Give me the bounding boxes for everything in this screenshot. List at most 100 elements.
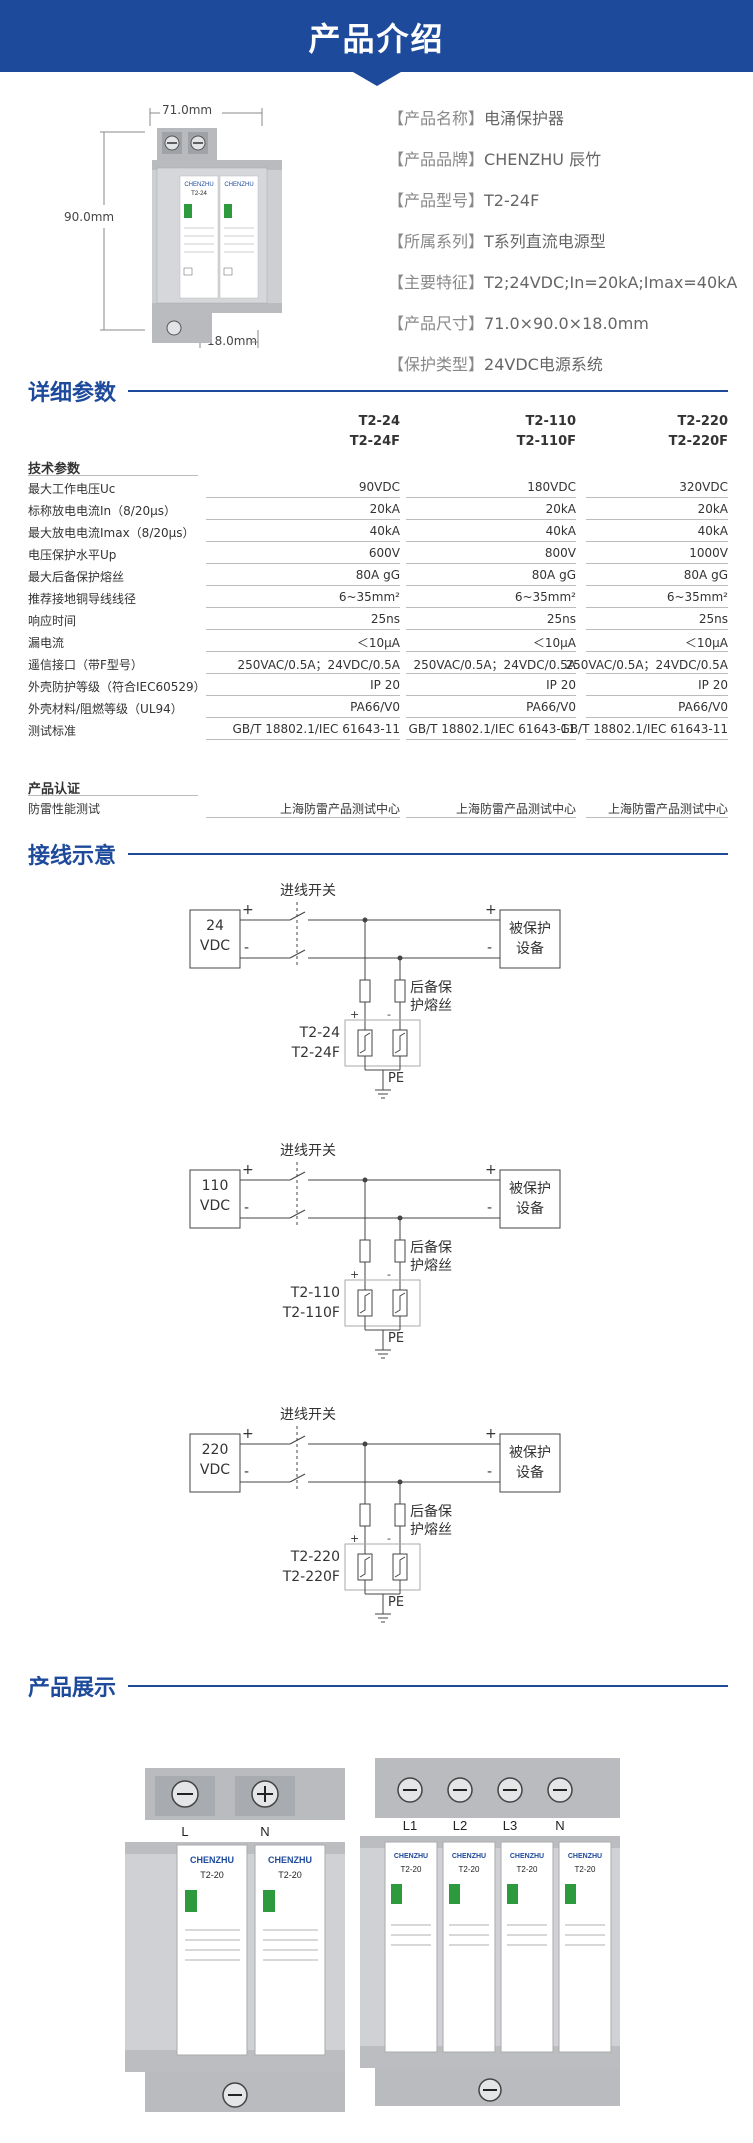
info-row-series: 【所属系列】T系列直流电源型 bbox=[388, 232, 606, 251]
param-value-col-1: 40kA bbox=[369, 524, 400, 538]
spd-minus: - bbox=[387, 1532, 391, 1545]
product-image: CHENZHU CHENZHU T2-24 bbox=[152, 128, 282, 343]
model-4p-2: T2-20 bbox=[459, 1865, 480, 1874]
label-model-1: T2-24 bbox=[191, 191, 207, 197]
model-2p-2: T2-20 bbox=[278, 1870, 302, 1880]
section-display-title: 产品展示 bbox=[28, 1676, 117, 1701]
param-value-col-2: 40kA bbox=[545, 524, 576, 538]
cert-label: 防雷性能测试 bbox=[28, 802, 101, 816]
model-bottom: T2-24F bbox=[291, 1045, 340, 1061]
model-col-1-bottom: T2-24F bbox=[349, 434, 400, 449]
plus-out: + bbox=[485, 902, 497, 918]
fuse-label-2: 护熔丝 bbox=[410, 1522, 452, 1538]
param-label: 响应时间 bbox=[28, 614, 77, 628]
model-col-2-top: T2-110 bbox=[525, 414, 576, 429]
model-4p-4: T2-20 bbox=[575, 1865, 596, 1874]
spd-minus: - bbox=[387, 1268, 391, 1281]
param-value-col-2: 20kA bbox=[545, 502, 576, 516]
info-row-brand: 【产品品牌】CHENZHU 辰竹 bbox=[388, 150, 602, 169]
terminal-4p-l1: L1 bbox=[403, 1818, 417, 1833]
info-row-protection: 【保护类型】24VDC电源系统 bbox=[388, 355, 603, 374]
param-label: 最大放电电流Imax（8/20μs） bbox=[28, 526, 195, 540]
dim-height-label: 90.0mm bbox=[64, 210, 115, 224]
wiring-lines bbox=[189, 1162, 561, 1359]
banner-title: 产品介绍 bbox=[308, 20, 445, 58]
plus-out: + bbox=[485, 1426, 497, 1442]
param-value-col-1: 250VAC/0.5A；24VDC/0.5A bbox=[237, 658, 401, 672]
param-value-col-2: IP 20 bbox=[546, 678, 576, 692]
param-label: 遥信接口（带F型号） bbox=[28, 658, 143, 672]
voltage-value: 220 bbox=[201, 1442, 229, 1458]
load-label-1: 被保护 bbox=[509, 1181, 551, 1197]
model-top: T2-220 bbox=[290, 1549, 340, 1565]
param-value-col-2: ＜10μA bbox=[532, 636, 576, 650]
group-label-cert: 产品认证 bbox=[28, 782, 81, 797]
param-value-col-3: 20kA bbox=[697, 502, 728, 516]
load-label-1: 被保护 bbox=[509, 1445, 551, 1461]
param-value-col-2: 180VDC bbox=[527, 480, 576, 494]
section-wiring-line bbox=[128, 853, 728, 855]
section-params-header: 详细参数 bbox=[28, 375, 728, 406]
cert-value-1: 上海防雷产品测试中心 bbox=[279, 802, 400, 816]
params-header-row: T2-24 T2-24F T2-110 T2-110F T2-220 T2-22… bbox=[28, 410, 728, 454]
switch-label: 进线开关 bbox=[280, 1407, 336, 1423]
model-col-2-bottom: T2-110F bbox=[516, 434, 576, 449]
plus-in: + bbox=[242, 902, 254, 918]
section-display-line bbox=[128, 1685, 728, 1687]
voltage-unit: VDC bbox=[199, 1462, 231, 1478]
param-value-col-2: 800V bbox=[544, 546, 576, 560]
group-label-tech: 技术参数 bbox=[28, 462, 81, 477]
voltage-value: 24 bbox=[206, 918, 224, 934]
fuse-label-2: 护熔丝 bbox=[410, 1258, 452, 1274]
model-bottom: T2-220F bbox=[282, 1569, 340, 1585]
param-label: 最大工作电压Uc bbox=[28, 482, 116, 496]
voltage-value: 110 bbox=[201, 1178, 229, 1194]
param-value-col-3: 1000V bbox=[689, 546, 728, 560]
plus-in: + bbox=[242, 1426, 254, 1442]
switch-label: 进线开关 bbox=[280, 1143, 336, 1159]
fuse-label-1: 后备保 bbox=[410, 980, 452, 996]
param-value-col-3: 6~35mm² bbox=[666, 590, 728, 604]
minus-out: - bbox=[487, 1464, 493, 1480]
param-value-col-1: 600V bbox=[368, 546, 400, 560]
param-value-col-3: 40kA bbox=[697, 524, 728, 538]
param-value-col-3: PA66/V0 bbox=[678, 700, 728, 714]
param-label: 漏电流 bbox=[28, 636, 65, 650]
table-row: 最大放电电流Imax（8/20μs） 40kA 40kA 40kA bbox=[28, 520, 728, 542]
fuse-label-1: 后备保 bbox=[410, 1504, 452, 1520]
terminal-2p-l: L bbox=[181, 1824, 188, 1839]
brand-4p-2: CHENZHU bbox=[452, 1853, 486, 1860]
title-banner: 产品介绍 bbox=[0, 0, 753, 72]
brand-4p-1: CHENZHU bbox=[394, 1853, 428, 1860]
minus-in: - bbox=[244, 1464, 250, 1480]
section-wiring-title: 接线示意 bbox=[28, 844, 117, 869]
info-row-features: 【主要特征】T2;24VDC;In=20kA;Imax=40kA bbox=[388, 273, 738, 292]
product-display-image: L N CHENZHU CHENZHU T2-20 T2-20 L1 bbox=[125, 1758, 620, 2112]
module-2p: L N CHENZHU CHENZHU T2-20 T2-20 bbox=[125, 1768, 345, 2112]
dim-width-label: 71.0mm bbox=[162, 103, 213, 117]
table-row: 漏电流＜10μA＜10μA＜10μA bbox=[28, 630, 728, 652]
section-params-line bbox=[128, 390, 728, 392]
params-group-tech: 技术参数 bbox=[28, 454, 728, 477]
model-col-3-bottom: T2-220F bbox=[668, 434, 728, 449]
pe-label: PE bbox=[388, 1331, 405, 1346]
minus-out: - bbox=[487, 1200, 493, 1216]
cert-value-2: 上海防雷产品测试中心 bbox=[455, 802, 576, 816]
param-label: 电压保护水平Up bbox=[28, 548, 117, 562]
info-row-size: 【产品尺寸】71.0×90.0×18.0mm bbox=[388, 314, 649, 333]
param-value-col-1: GB/T 18802.1/IEC 61643-11 bbox=[232, 722, 400, 736]
model-col-1-top: T2-24 bbox=[358, 414, 400, 429]
param-value-col-1: ＜10μA bbox=[356, 636, 400, 650]
wiring-lines bbox=[189, 902, 561, 1099]
param-label: 测试标准 bbox=[28, 724, 77, 738]
param-value-col-2: 80A gG bbox=[531, 568, 576, 582]
param-value-col-3: 25ns bbox=[698, 612, 728, 626]
module-4p: L1 L2 L3 N CHENZHU CHENZHU CHENZHU CHENZ… bbox=[360, 1758, 620, 2106]
terminal-4p-n: N bbox=[555, 1818, 564, 1833]
spd-plus: + bbox=[350, 1268, 360, 1281]
